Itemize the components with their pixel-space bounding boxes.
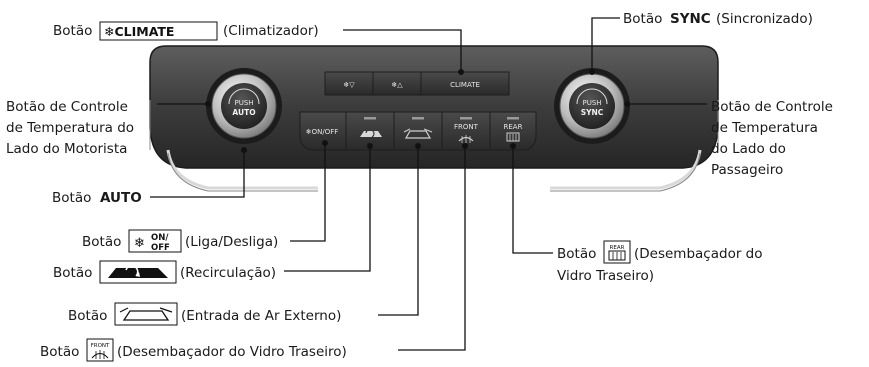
passenger-temp-callout: Botão de Controle de Temperatura do Lado…: [711, 99, 833, 178]
driver-temperature-knob[interactable]: PUSH AUTO: [206, 68, 282, 144]
climate-callout-pre: Botão: [53, 23, 92, 39]
fresh-air-callout-icon: [114, 302, 178, 326]
fan-down-button[interactable]: ❄▽: [324, 71, 374, 96]
auto-button[interactable]: PUSH AUTO: [228, 88, 260, 117]
auto-callout: Botão AUTO: [52, 190, 142, 206]
recirc-icon: [99, 260, 177, 284]
rear-defroster-label: REAR: [504, 123, 523, 131]
onoff-badge-bottom: OFF: [151, 243, 170, 253]
climate-callout: Botão ❄CLIMATE (Climatizador): [53, 21, 319, 41]
climate-label: CLIMATE: [450, 81, 480, 89]
recirculation-button[interactable]: [345, 111, 395, 151]
fan-down-label: ❄▽: [343, 81, 355, 89]
driver-knob-auto-label: AUTO: [232, 108, 255, 117]
driver-knob-push-label: PUSH: [234, 99, 253, 107]
recirc-callout: Botão (Recirculação): [53, 260, 276, 284]
sync-callout: Botão SYNC (Sincronizado): [623, 11, 813, 27]
front-defrost-callout: Botão FRONT (Desembaçador do Vidro Trase…: [40, 338, 347, 362]
rear-defroster-button[interactable]: REAR: [489, 111, 537, 151]
fan-up-label: ❄△: [391, 81, 403, 89]
climate-icon: [99, 21, 218, 41]
passenger-temp-line-2: de Temperatura: [711, 120, 818, 136]
rear-defrost-callout-post-2: Vidro Traseiro): [557, 268, 654, 284]
front-defroster-icon: [458, 135, 474, 143]
front-defrost-callout-post: (Desembaçador do Vidro Traseiro): [117, 344, 347, 360]
onoff-callout-pre: Botão: [82, 234, 121, 250]
rear-defrost-callout-pre: Botão: [557, 246, 596, 262]
front-defroster-indicator: [460, 117, 472, 120]
onoff-icon: ❄ ON/ OFF: [128, 229, 182, 253]
sync-button[interactable]: PUSH SYNC: [576, 88, 608, 117]
auto-callout-pre: Botão: [52, 190, 91, 206]
passenger-temp-line-1: Botão de Controle: [711, 99, 833, 115]
fresh-air-callout: Botão (Entrada de Ar Externo): [68, 302, 341, 326]
rear-defroster-icon: [506, 132, 520, 142]
climate-callout-post: (Climatizador): [223, 23, 319, 39]
rear-defrost-callout-icon: REAR: [603, 240, 631, 264]
front-defroster-label: FRONT: [454, 123, 479, 131]
front-defrost-callout-pre: Botão: [40, 344, 79, 360]
svg-text:❄: ❄: [134, 236, 145, 251]
recirculation-indicator: [364, 117, 376, 120]
climate-button[interactable]: CLIMATE: [420, 71, 510, 96]
driver-temp-line-1: Botão de Controle: [6, 99, 128, 115]
passenger-knob-sync-label: SYNC: [581, 108, 604, 117]
auto-callout-bold: AUTO: [100, 190, 142, 206]
fan-up-button[interactable]: ❄△: [372, 71, 422, 96]
recirculation-icon: [360, 129, 382, 138]
onoff-callout: Botão ❄ ON/ OFF (Liga/Desliga): [82, 229, 278, 253]
onoff-callout-post: (Liga/Desliga): [185, 234, 278, 250]
fresh-air-icon: [403, 128, 433, 139]
fresh-air-callout-post: (Entrada de Ar Externo): [181, 308, 341, 324]
rear-defroster-indicator: [507, 117, 519, 120]
fresh-air-callout-pre: Botão: [68, 308, 107, 324]
sync-callout-pre: Botão: [623, 11, 662, 27]
onoff-button[interactable]: ❄ON/OFF: [299, 111, 347, 151]
onoff-badge-top: ON/: [151, 233, 169, 243]
climate-badge-text: ❄CLIMATE: [104, 24, 174, 39]
passenger-temp-line-4: Passageiro: [711, 162, 783, 178]
front-defrost-callout-icon: FRONT: [86, 338, 114, 362]
sync-callout-bold: SYNC: [670, 11, 711, 27]
recirc-callout-pre: Botão: [53, 265, 92, 281]
driver-temp-line-2: de Temperatura do: [6, 120, 134, 136]
rear-badge-text: REAR: [610, 245, 625, 251]
sync-callout-post: (Sincronizado): [716, 11, 813, 27]
driver-temp-callout: Botão de Controle de Temperatura do Lado…: [6, 99, 134, 157]
passenger-knob-push-label: PUSH: [582, 99, 601, 107]
driver-temp-line-3: Lado do Motorista: [6, 141, 127, 157]
fresh-air-indicator: [412, 117, 424, 120]
rear-defrost-callout-post-1: (Desembaçador do: [634, 246, 763, 262]
onoff-label: ❄ON/OFF: [306, 128, 339, 136]
passenger-temp-line-3: do Lado do: [711, 141, 786, 157]
leader-lines: [150, 17, 707, 351]
passenger-temperature-knob[interactable]: PUSH SYNC: [554, 68, 630, 144]
recirc-callout-post: (Recirculação): [180, 265, 276, 281]
front-badge-text: FRONT: [91, 343, 110, 349]
rear-defrost-callout: Botão REAR (Desembaçador do Vidro Trasei…: [557, 240, 763, 284]
